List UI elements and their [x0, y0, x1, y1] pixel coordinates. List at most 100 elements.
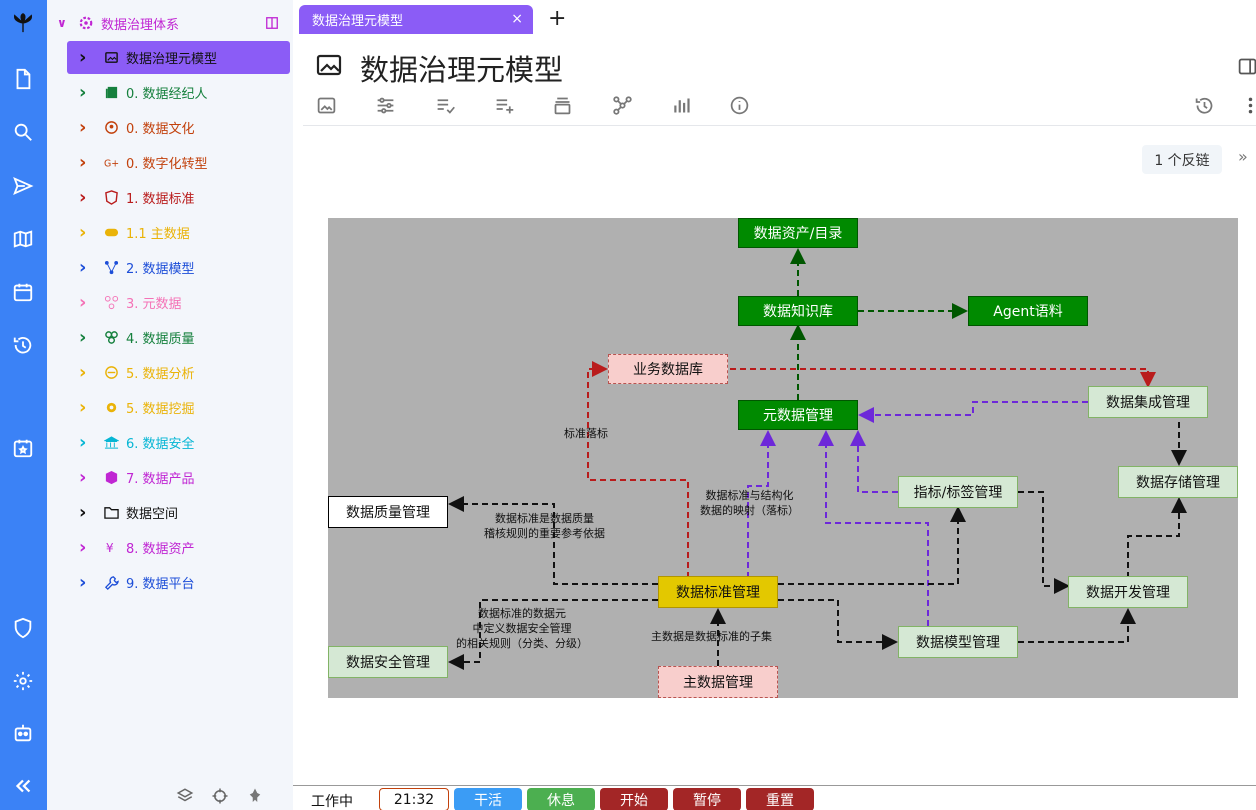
sidebar-item[interactable]: › 数据空间	[67, 496, 290, 529]
image-tool-icon[interactable]	[314, 93, 338, 117]
node-knowledge-base[interactable]: 数据知识库	[738, 296, 858, 326]
expand-right-icon[interactable]: »	[1238, 147, 1248, 166]
chevron-right-icon[interactable]: ›	[79, 222, 87, 243]
close-icon[interactable]: ×	[511, 11, 523, 27]
chevron-right-icon[interactable]: ›	[79, 82, 87, 103]
node-business-db[interactable]: 业务数据库	[608, 354, 728, 384]
sidebar-item[interactable]: › G+ 0. 数字化转型	[67, 146, 290, 179]
contact-book-icon	[103, 85, 119, 101]
pomodoro-statusbar: 工作中 21:32 干活 休息 开始 暂停 重置	[293, 785, 1256, 810]
image-icon	[316, 53, 342, 77]
diagram-edges	[448, 248, 1187, 670]
sidebar-item-label: 0. 数字化转型	[126, 157, 208, 172]
sidebar-item[interactable]: ›5. 数据分析	[67, 356, 290, 389]
reset-button[interactable]: 重置	[746, 788, 814, 810]
node-agent-corpus[interactable]: Agent语料	[968, 296, 1088, 326]
app-logo-icon[interactable]	[8, 8, 38, 38]
node-indicator-mgmt[interactable]: 指标/标签管理	[898, 476, 1018, 508]
sliders-icon[interactable]	[373, 93, 397, 117]
pause-button[interactable]: 暂停	[673, 788, 741, 810]
search-icon[interactable]	[8, 117, 38, 147]
list-add-icon[interactable]	[492, 93, 516, 117]
graph-icon[interactable]	[610, 93, 634, 117]
collapse-icon[interactable]	[8, 771, 38, 801]
work-button[interactable]: 干活	[454, 788, 522, 810]
calendar-icon[interactable]	[8, 277, 38, 307]
split-view-icon[interactable]	[1235, 54, 1256, 78]
sidebar-item[interactable]: ›1.1 主数据	[67, 216, 290, 249]
map-icon[interactable]	[8, 224, 38, 254]
list-check-icon[interactable]	[433, 93, 457, 117]
layers-icon[interactable]	[175, 786, 195, 806]
sidebar-item-label: 1. 数据标准	[126, 192, 195, 207]
history-icon[interactable]	[1192, 93, 1216, 117]
settings-icon[interactable]	[8, 666, 38, 696]
node-quality-mgmt[interactable]: 数据质量管理	[328, 496, 448, 528]
chevron-right-icon[interactable]: ›	[79, 292, 87, 313]
node-storage-mgmt[interactable]: 数据存储管理	[1118, 466, 1238, 498]
svg-text:G+: G+	[104, 158, 119, 169]
sidebar-item[interactable]: › 0. 数据文化	[67, 111, 290, 144]
sidebar-item[interactable]: ›0. 数据经纪人	[67, 76, 290, 109]
gear-icon	[103, 400, 119, 416]
book-icon[interactable]	[265, 16, 279, 30]
node-model-mgmt[interactable]: 数据模型管理	[898, 626, 1018, 658]
rest-button[interactable]: 休息	[527, 788, 595, 810]
shield-icon[interactable]	[8, 613, 38, 643]
sidebar-item-label: 0. 数据文化	[126, 122, 195, 137]
chevron-right-icon[interactable]: ›	[79, 327, 87, 348]
node-security-mgmt[interactable]: 数据安全管理	[328, 646, 448, 678]
edge-dev-to-storage	[1127, 497, 1187, 578]
chevron-right-icon[interactable]: ›	[79, 47, 87, 68]
chevron-right-icon[interactable]: ›	[79, 187, 87, 208]
chevron-right-icon[interactable]: ›	[79, 432, 87, 453]
pin-icon[interactable]	[245, 786, 265, 806]
sidebar-item[interactable]: ›4. 数据质量	[67, 321, 290, 354]
start-button[interactable]: 开始	[600, 788, 668, 810]
stack-icon[interactable]	[550, 93, 574, 117]
sidebar-item[interactable]: ›9. 数据平台	[67, 566, 290, 599]
history-icon[interactable]	[8, 330, 38, 360]
info-icon[interactable]	[727, 93, 751, 117]
sidebar-item-label: 数据空间	[126, 507, 179, 522]
sidebar-item[interactable]: ›数据治理元模型	[67, 41, 290, 74]
chevron-right-icon[interactable]: ›	[79, 397, 87, 418]
add-tab-button[interactable]: +	[548, 6, 567, 31]
chevron-down-icon[interactable]: ∨	[57, 16, 67, 30]
send-icon[interactable]	[8, 171, 38, 201]
sidebar-item[interactable]: ›3. 元数据	[67, 286, 290, 319]
node-master-mgmt[interactable]: 主数据管理	[658, 666, 778, 698]
sidebar-item[interactable]: ›5. 数据挖掘	[67, 391, 290, 424]
node-integration-mgmt[interactable]: 数据集成管理	[1088, 386, 1208, 418]
file-icon[interactable]	[8, 64, 38, 94]
wrench-icon	[103, 575, 119, 591]
yen-icon: ¥	[103, 540, 119, 556]
sidebar-item[interactable]: ›7. 数据产品	[67, 461, 290, 494]
node-metadata-mgmt[interactable]: 元数据管理	[738, 400, 858, 430]
chevron-right-icon[interactable]: ›	[79, 467, 87, 488]
chevron-right-icon[interactable]: ›	[79, 572, 87, 593]
node-standard-mgmt[interactable]: 数据标准管理	[658, 576, 778, 608]
chevron-right-icon[interactable]: ›	[79, 257, 87, 278]
sidebar-item[interactable]: ›2. 数据模型	[67, 251, 290, 284]
chevron-right-icon[interactable]: ›	[79, 537, 87, 558]
chevron-right-icon[interactable]: ›	[79, 117, 87, 138]
locate-icon[interactable]	[210, 786, 230, 806]
bar-chart-icon[interactable]	[669, 93, 693, 117]
node-asset-catalog[interactable]: 数据资产/目录	[738, 218, 858, 248]
chevron-right-icon[interactable]: ›	[79, 362, 87, 383]
node-dev-mgmt[interactable]: 数据开发管理	[1068, 576, 1188, 608]
sidebar-item[interactable]: ›6. 数据安全	[67, 426, 290, 459]
circles-icon	[103, 330, 119, 346]
more-icon[interactable]	[1238, 93, 1256, 117]
edge-standard-to-metadata	[747, 430, 776, 578]
chevron-right-icon[interactable]: ›	[79, 152, 87, 173]
calendar-star-icon[interactable]	[8, 433, 38, 463]
tab-governance-metamodel[interactable]: 数据治理元模型 ×	[299, 5, 533, 34]
sidebar-item[interactable]: ›¥8. 数据资产	[67, 531, 290, 564]
chevron-right-icon[interactable]: ›	[79, 502, 87, 523]
robot-icon[interactable]	[8, 718, 38, 748]
tree-root-governance[interactable]: ∨ 数据治理体系	[57, 12, 287, 34]
sidebar-item[interactable]: › 1. 数据标准	[67, 181, 290, 214]
backlinks-button[interactable]: 1 个反链	[1142, 145, 1222, 174]
